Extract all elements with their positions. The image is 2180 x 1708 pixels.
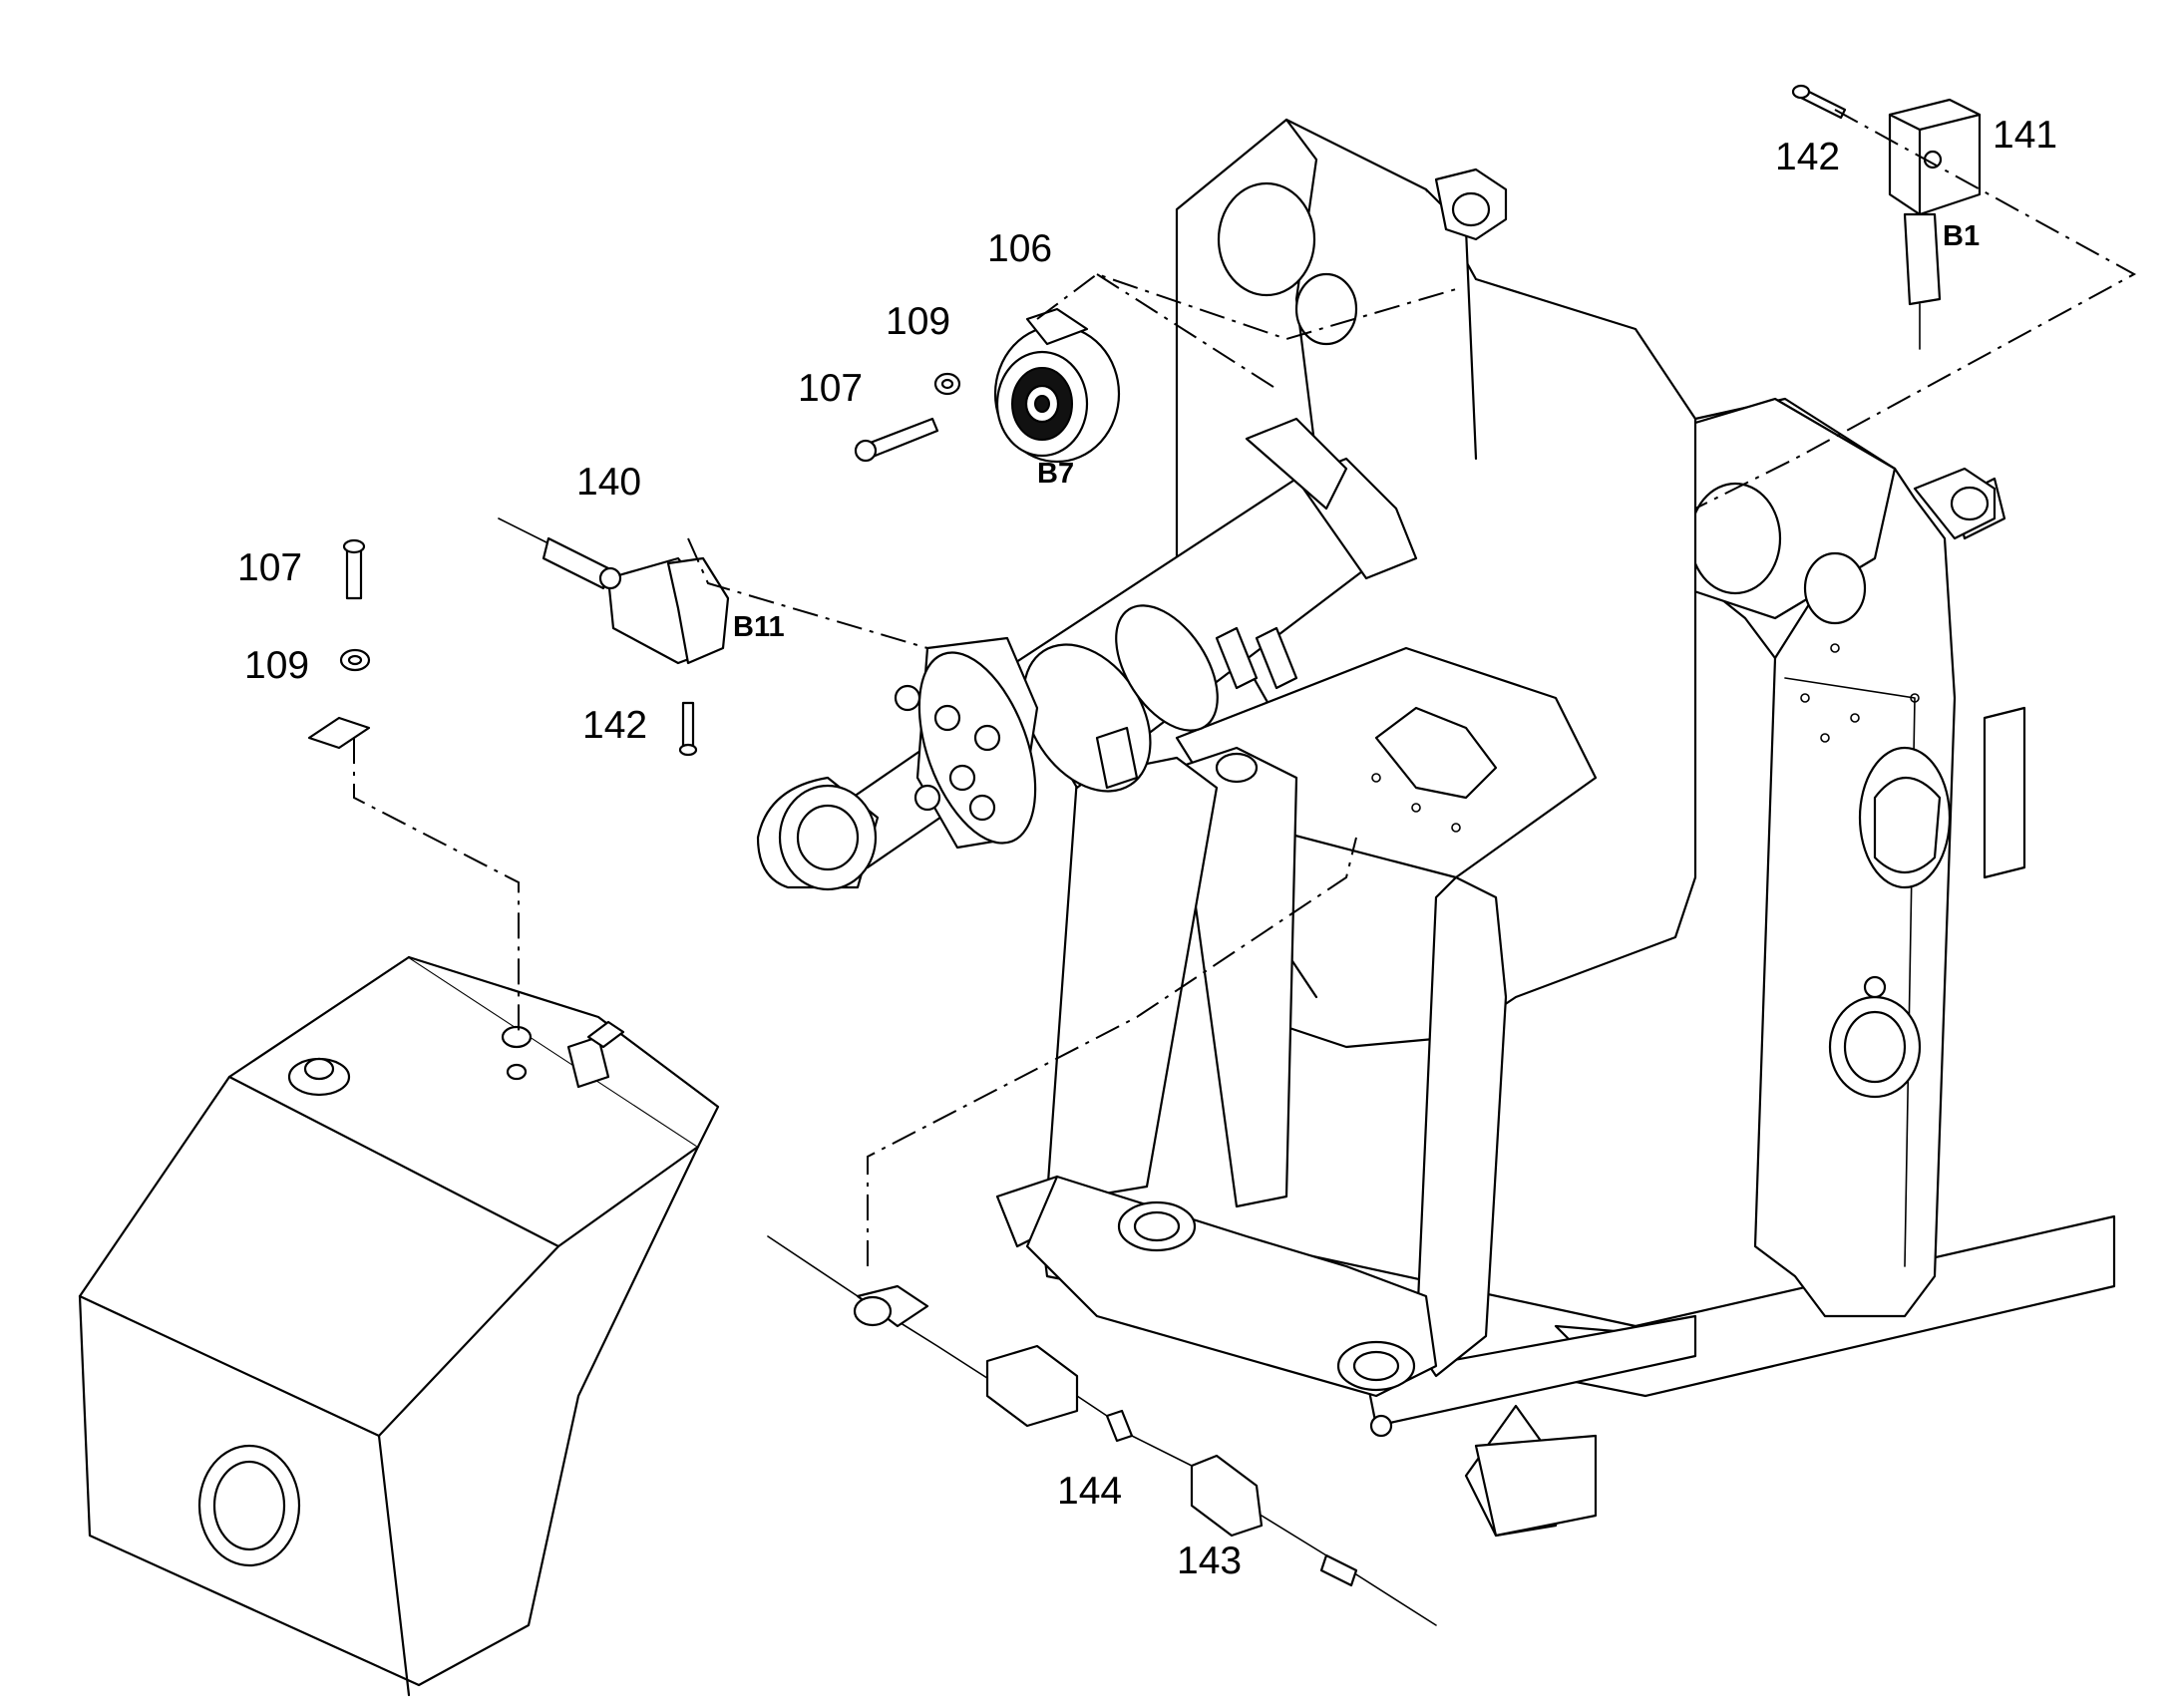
designator-labels: B7 B11 B1: [733, 220, 1980, 643]
callout-106: 106: [987, 227, 1052, 270]
callout-labels: 106 109 107 140 107 109 142 142 141 144 …: [237, 114, 2057, 1582]
screw-107-upper: [854, 417, 939, 463]
callout-107-lower: 107: [237, 546, 302, 589]
callout-109-upper: 109: [886, 300, 950, 343]
screw-142-b1: [1791, 84, 1847, 120]
screw-107-lower: [342, 538, 366, 600]
hydraulic-cylinder: [756, 417, 1418, 891]
frame-lower-leg: [995, 746, 1508, 1438]
callout-142-b11: 142: [582, 704, 647, 747]
callout-107-upper: 107: [798, 367, 863, 410]
callout-109-lower: 109: [244, 644, 309, 687]
callout-143: 143: [1177, 1539, 1242, 1582]
sensor-b11-proximity: [498, 517, 730, 665]
screw-142-b11: [678, 701, 698, 757]
leader-lines: [353, 109, 2137, 1266]
callout-142-b1: 142: [1775, 136, 1840, 178]
connector-housing: [985, 1344, 1108, 1428]
sensor-b1-limit-switch: [1888, 98, 1982, 350]
designator-b11: B11: [733, 611, 785, 643]
washer-109-upper: [933, 372, 961, 396]
callout-141: 141: [1993, 114, 2057, 157]
connector-plug-143: [1131, 1435, 1437, 1626]
sensor-b7-rotary: [993, 307, 1121, 464]
tank-fitting: [501, 1025, 533, 1081]
fuel-tank: [78, 955, 720, 1697]
callout-140: 140: [576, 461, 641, 504]
designator-b7: B7: [1037, 458, 1074, 490]
frame-base-plate: [1035, 1195, 2116, 1537]
connector-seal-144: [1105, 1409, 1134, 1443]
designator-b1: B1: [1943, 220, 1980, 252]
mounting-bracket: [307, 716, 371, 750]
frame-right-side-plate: [1693, 397, 2026, 1318]
washer-109-lower: [339, 648, 371, 672]
callout-144: 144: [1057, 1470, 1122, 1513]
frame-right-upper-bracket: [1673, 397, 1997, 625]
wiring-harness: [767, 1235, 1008, 1392]
